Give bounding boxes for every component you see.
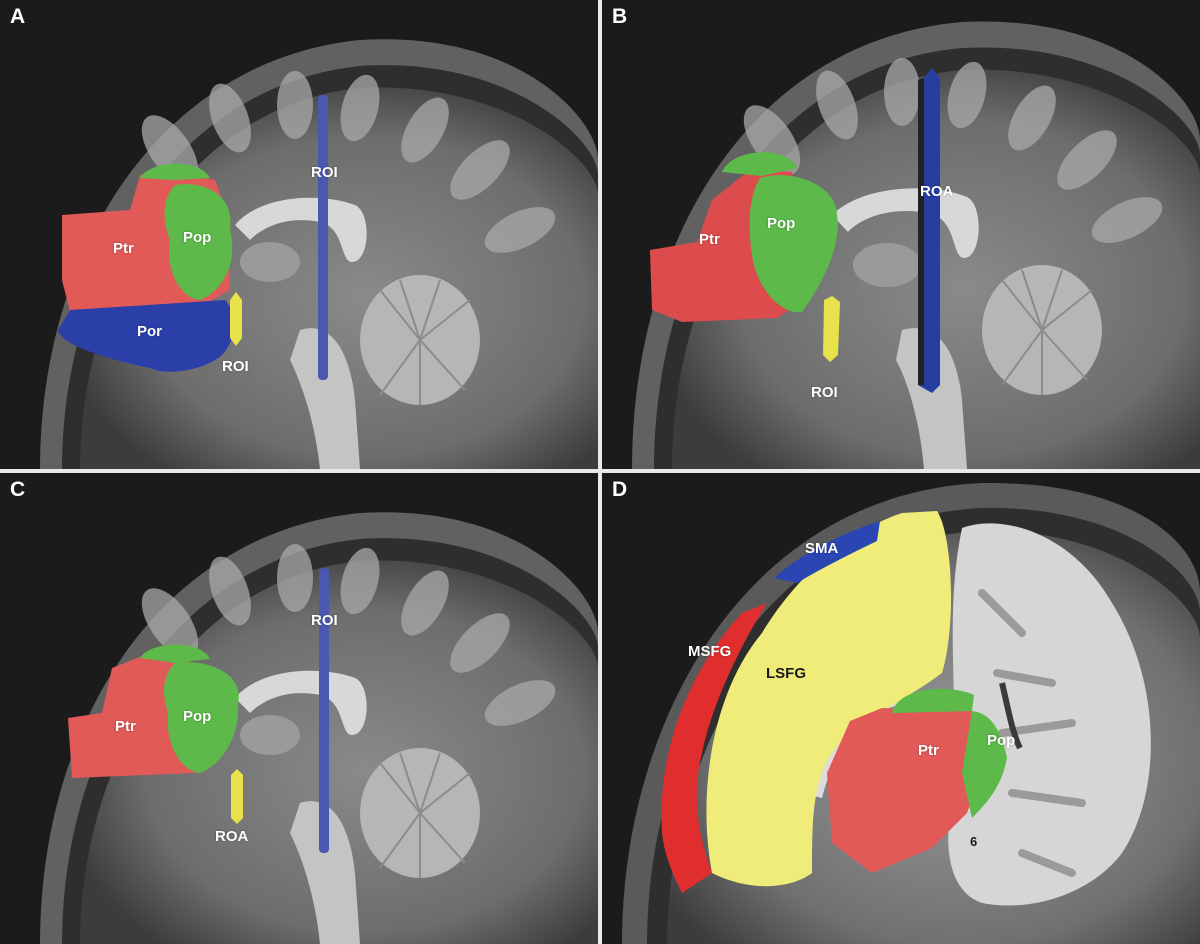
label-roi-vertical: ROI xyxy=(311,612,338,629)
mri-sagittal-image xyxy=(632,21,1200,469)
por-region xyxy=(58,300,234,372)
panel-d: D SMA MSFG LSFG Ptr Pop 6 xyxy=(602,473,1200,944)
mri-sagittal-image xyxy=(622,482,1200,944)
panel-letter-a: A xyxy=(10,5,26,28)
label-roa-small: ROA xyxy=(215,828,249,845)
label-roa-vertical: ROA xyxy=(920,183,954,200)
label-number: 6 xyxy=(970,834,978,849)
pop-region xyxy=(962,711,1007,818)
label-pop: Pop xyxy=(183,229,212,246)
panel-letter-d: D xyxy=(612,478,628,501)
roi-small-bar xyxy=(230,292,242,346)
pop-region xyxy=(164,184,233,300)
panel-c: C Ptr Pop ROI ROA xyxy=(0,473,598,944)
label-pop: Pop xyxy=(183,708,212,725)
label-lsfg: LSFG xyxy=(766,665,806,682)
mri-sagittal-image xyxy=(40,512,598,944)
msfg-region xyxy=(661,603,767,893)
panel-letter-c: C xyxy=(10,478,26,501)
roi-small-bar xyxy=(823,296,840,362)
label-pop: Pop xyxy=(767,215,796,232)
label-ptr: Ptr xyxy=(699,231,720,248)
pop-region xyxy=(164,662,239,773)
label-msfg: MSFG xyxy=(688,643,732,660)
roa-small-bar xyxy=(231,769,243,824)
label-ptr: Ptr xyxy=(115,718,136,735)
pop-region xyxy=(749,175,838,313)
mri-sagittal-image xyxy=(40,39,598,469)
label-por: Por xyxy=(137,323,163,340)
panel-b: B Ptr Pop ROA ROI xyxy=(602,0,1200,469)
roi-vertical-bar xyxy=(318,95,328,380)
panel-a: A Ptr Pop Por ROI ROI xyxy=(0,0,598,469)
ptr-region xyxy=(68,655,195,778)
label-roi-small: ROI xyxy=(222,358,249,375)
label-roi-small: ROI xyxy=(811,384,838,401)
label-ptr: Ptr xyxy=(918,742,939,759)
lsfg-region xyxy=(706,511,952,887)
sma-region xyxy=(774,521,880,583)
label-sma: SMA xyxy=(805,540,839,557)
label-pop: Pop xyxy=(987,732,1016,749)
panel-letter-b: B xyxy=(612,5,628,28)
roi-vertical-bar xyxy=(319,568,329,853)
label-ptr: Ptr xyxy=(113,240,134,257)
label-roi-vertical: ROI xyxy=(311,164,338,181)
ptr-region xyxy=(827,708,982,873)
